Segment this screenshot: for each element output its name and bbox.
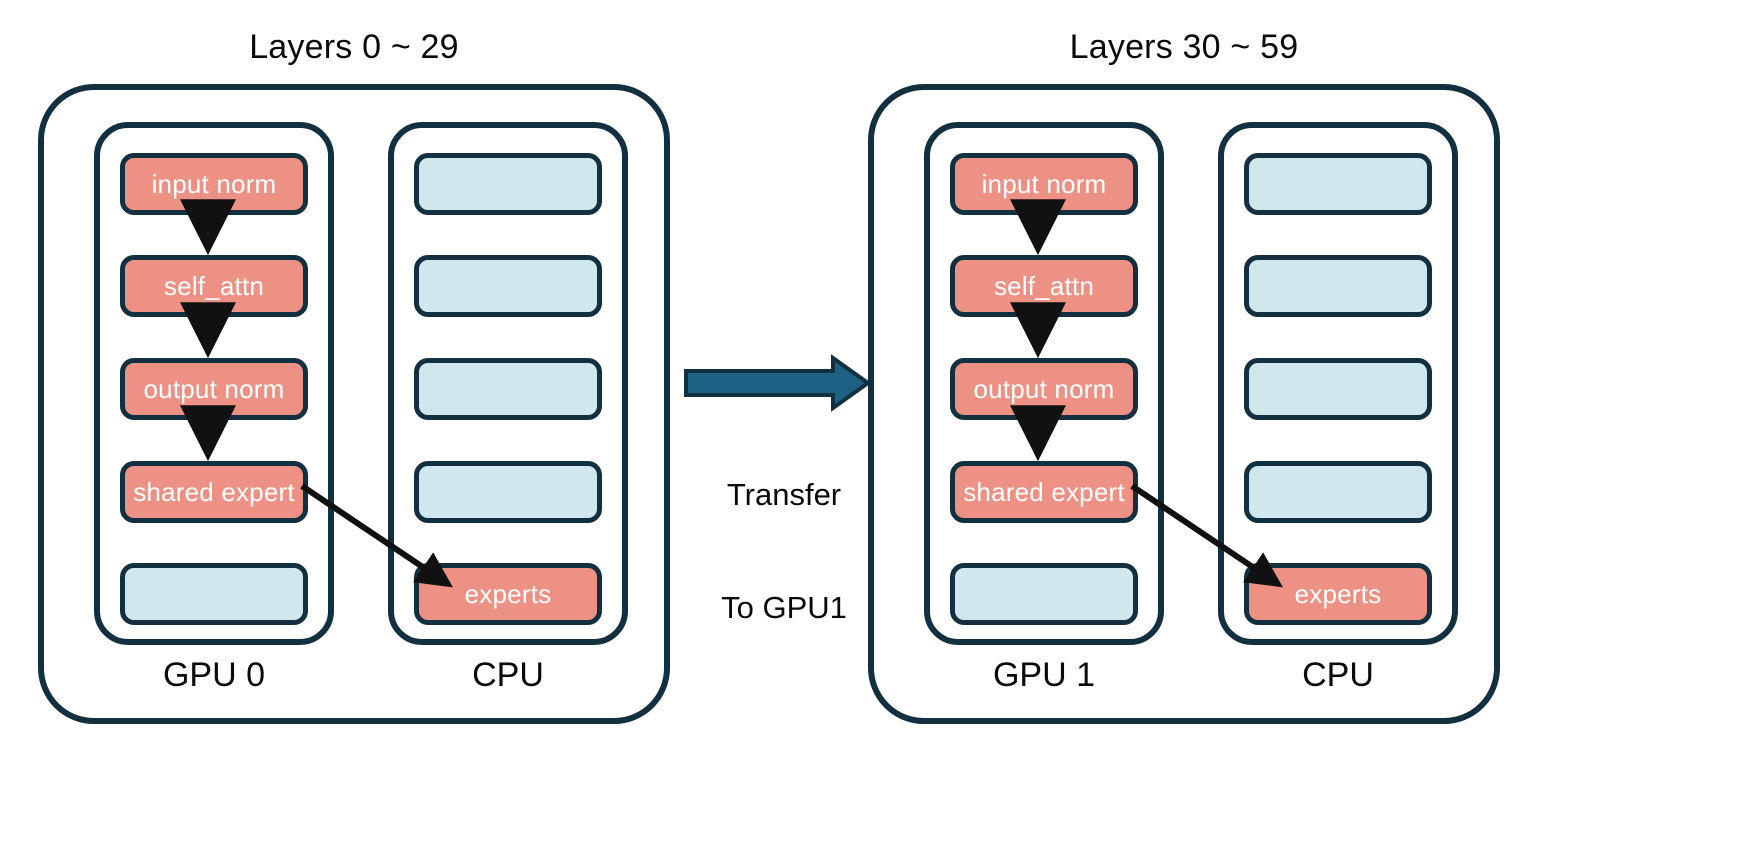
slot-cpu0-2[interactable] [414,358,602,420]
layer-group-left: Layers 0 ~ 29 GPU 0 CPU input norm self_… [38,28,670,724]
slot-cpu0-0[interactable] [414,153,602,215]
slot-gpu0-0[interactable]: input norm [120,153,308,215]
column-label-cpu1: CPU [1302,656,1374,694]
slot-gpu0-2[interactable]: output norm [120,358,308,420]
transfer-label: Transfer To GPU1 [686,400,882,703]
slot-cpu0-1[interactable] [414,255,602,317]
slot-cpu0-4[interactable]: experts [414,563,602,625]
slot-cpu1-4[interactable]: experts [1244,563,1432,625]
slot-cpu0-3[interactable] [414,461,602,523]
group-title-right: Layers 30 ~ 59 [1069,28,1299,66]
transfer-label-line1: Transfer [726,476,842,512]
slot-gpu1-2[interactable]: output norm [950,358,1138,420]
slot-gpu0-3[interactable]: shared expert [120,461,308,523]
slot-cpu1-3[interactable] [1244,461,1432,523]
slot-gpu0-1[interactable]: self_attn [120,255,308,317]
transfer-label-line2: To GPU1 [721,590,847,626]
slot-gpu1-3[interactable]: shared expert [950,461,1138,523]
column-label-gpu0: GPU 0 [162,656,266,694]
slot-gpu1-0[interactable]: input norm [950,153,1138,215]
slot-cpu1-1[interactable] [1244,255,1432,317]
slot-gpu0-4[interactable] [120,563,308,625]
slot-gpu1-4[interactable] [950,563,1138,625]
column-label-cpu0: CPU [472,656,544,694]
column-label-gpu1: GPU 1 [992,656,1096,694]
group-title-left: Layers 0 ~ 29 [249,28,459,66]
slot-gpu1-1[interactable]: self_attn [950,255,1138,317]
layer-group-right: Layers 30 ~ 59 GPU 1 CPU input norm self… [868,28,1500,724]
slot-cpu1-2[interactable] [1244,358,1432,420]
slot-cpu1-0[interactable] [1244,153,1432,215]
